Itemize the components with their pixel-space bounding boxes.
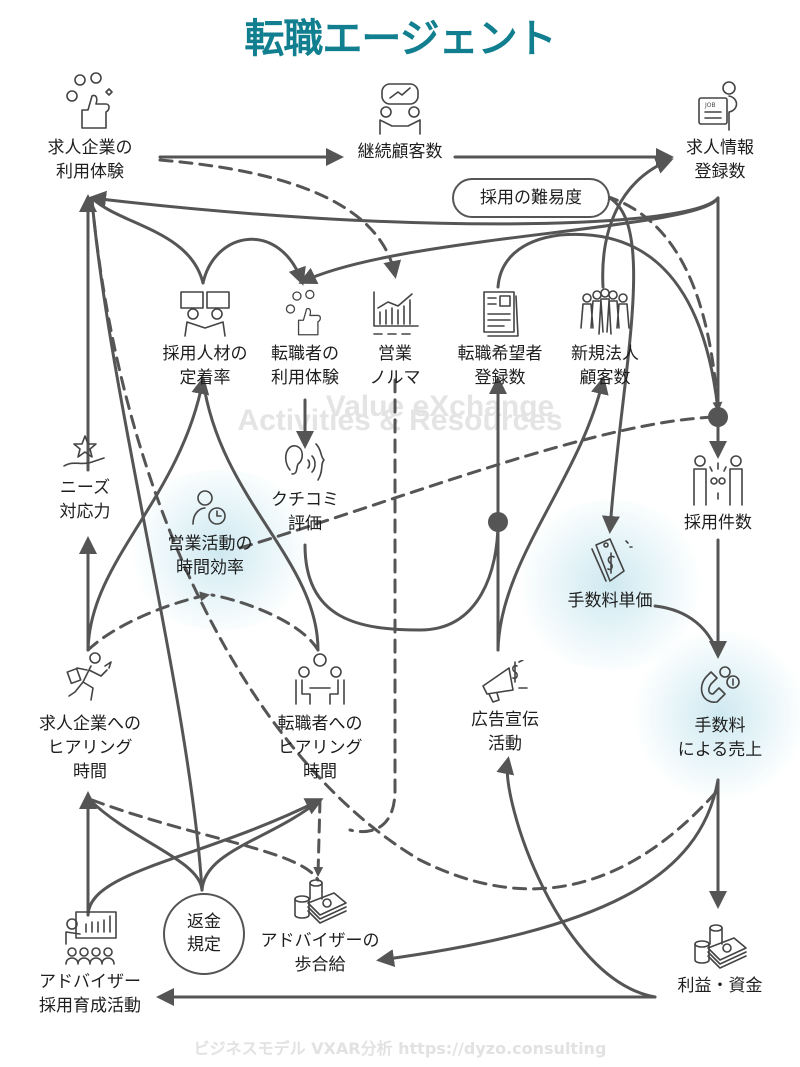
magnet-coins-icon (700, 666, 740, 703)
node-client-hearing-time: 求人企業への ヒアリング 時間 (20, 652, 160, 784)
megaphone-icon (482, 660, 528, 703)
node-new-corporate-clients: 新規法人 顧客数 (550, 288, 660, 390)
edge-dashed-client-exp-to-quota (158, 158, 402, 279)
money-stack-icon (294, 879, 347, 924)
edge-advertising-to-new-clients (496, 376, 609, 652)
edge-dashed-efficiency-to-hires (238, 415, 720, 550)
node-label: 手数料単価 (567, 591, 653, 611)
business-group-icon (580, 288, 630, 335)
node-label: 転職者の 利用体験 (271, 344, 339, 388)
node-profit-funds: 利益・資金 (660, 920, 780, 998)
node-job-listings: JOB 求人情報 登録数 (660, 80, 780, 184)
edge-difficulty-to-fee (601, 194, 636, 534)
node-label: 継続顧客数 (357, 142, 443, 162)
node-label: アドバイザーの 歩合給 (260, 931, 380, 975)
node-seeker-experience: 転職者の 利用体験 (245, 288, 365, 390)
node-fee-unit-price: 手数料単価 (550, 535, 670, 613)
node-label: 営業活動の 時間効率 (167, 534, 253, 578)
money-stack-icon (694, 924, 747, 969)
edge-seeker-hearing-to-retention (201, 378, 320, 652)
node-advertising: 広告宣伝 活動 (450, 660, 560, 756)
node-advisor-training: アドバイザー 採用育成活動 (20, 910, 160, 1018)
edge-refund-to-client-hearing (88, 798, 204, 892)
glow-sales-efficiency (120, 470, 320, 630)
node-label: 求人企業への ヒアリング 時間 (39, 714, 141, 782)
watermark-line2: Activities & Resources (237, 404, 563, 437)
hand-star-icon (63, 435, 105, 467)
node-hiring-difficulty: 採用の難易度 (452, 178, 610, 218)
price-tag-icon (591, 538, 633, 582)
presentation-icon (65, 911, 117, 965)
node-hires: 採用件数 (668, 455, 768, 535)
thumbs-up-reactions-icon (285, 289, 321, 336)
node-client-experience: 求人企業の 利用体験 (20, 70, 160, 184)
node-label: 転職希望者 登録数 (457, 344, 543, 388)
edge-revenue-to-commission (376, 778, 720, 968)
node-sales-quota: 営業 ノルマ (355, 288, 435, 390)
edge-dashed-difficulty-to-hires (604, 194, 723, 412)
node-label: 新規法人 顧客数 (571, 344, 639, 388)
node-seeker-hearing-time: 転職者への ヒアリング 時間 (255, 652, 385, 784)
running-businessman-icon (66, 652, 112, 701)
edge-dashed-hearing-cross (90, 798, 320, 882)
node-label: 手数料 による売上 (677, 716, 763, 760)
footer-credit: ビジネスモデル VXAR分析 https://dyzo.consulting (193, 1039, 607, 1058)
node-label: ニーズ 対応力 (59, 478, 111, 522)
node-label: 営業 ノルマ (369, 344, 421, 388)
node-sales-time-efficiency: 営業活動の 時間効率 (145, 488, 275, 580)
edge-new-clients-to-listings (601, 156, 674, 289)
svg-text:JOB: JOB (704, 102, 716, 109)
node-label: 採用件数 (684, 513, 752, 533)
node-label: 採用人材の 定着率 (162, 344, 248, 388)
node-refund-policy: 返金 規定 (163, 893, 245, 975)
edge-dashed-quota-down (348, 378, 397, 834)
node-needs-response: ニーズ 対応力 (30, 432, 140, 524)
node-advisor-commission: アドバイザーの 歩合給 (245, 875, 395, 977)
edge-profit-to-advertising (496, 756, 657, 999)
person-clock-icon (192, 490, 226, 525)
resume-icon (483, 291, 519, 337)
node-label: 求人企業の 利用体験 (47, 138, 133, 182)
interview-table-icon (295, 653, 345, 705)
edge-wom-loop (303, 520, 500, 632)
edge-dashed-quota-to-commission (313, 798, 324, 877)
node-label: 利益・資金 (677, 976, 763, 996)
edge-dashed-client-hearing-to-efficiency (86, 591, 210, 652)
node-label: 求人情報 登録数 (686, 138, 754, 182)
node-label: 転職者への ヒアリング 時間 (277, 714, 363, 782)
edge-dashed-seeker-hearing-to-efficiency (210, 593, 320, 652)
job-board-icon: JOB (698, 81, 738, 131)
edge-retention-to-seeker-exp (201, 237, 306, 286)
edge-dashed-refund-cross (90, 198, 720, 891)
edge-training-to-seeker-hearing (86, 798, 324, 917)
node-seeker-registrations: 転職希望者 登録数 (440, 288, 560, 390)
watermark-line1: Value eXchange (325, 390, 555, 423)
edge-retention-to-client-exp (90, 196, 205, 285)
node-word-of-mouth: クチコミ 評価 (260, 440, 350, 536)
ear-speech-icon (284, 443, 325, 481)
node-repeat-customers: 継続顧客数 (340, 80, 460, 164)
node-label: アドバイザー 採用育成活動 (39, 972, 141, 1016)
edge-fee-to-revenue (653, 604, 720, 657)
node-label: 広告宣伝 活動 (471, 710, 539, 754)
node-retention-rate: 採用人材の 定着率 (140, 288, 270, 390)
puzzle-handshake-icon (180, 291, 230, 337)
edge-listings-to-seeker-exp (298, 196, 720, 285)
node-label: クチコミ 評価 (271, 490, 339, 534)
edge-client-hearing-to-retention (86, 376, 210, 652)
edge-listings-to-client-exp (88, 190, 720, 226)
page-title: 転職エージェント (244, 16, 556, 62)
junction-dot-seeker-reg (488, 512, 508, 532)
junction-dot-hires (708, 407, 728, 427)
edge-refund-to-seeker-hearing (200, 798, 322, 892)
meeting-chart-icon (379, 83, 421, 135)
line-bar-chart-icon (373, 291, 419, 335)
node-fee-revenue: 手数料 による売上 (660, 660, 780, 762)
thumbs-up-reactions-icon (66, 72, 113, 129)
people-link-icon (693, 455, 743, 506)
edge-seeker-reg-up (496, 232, 720, 412)
